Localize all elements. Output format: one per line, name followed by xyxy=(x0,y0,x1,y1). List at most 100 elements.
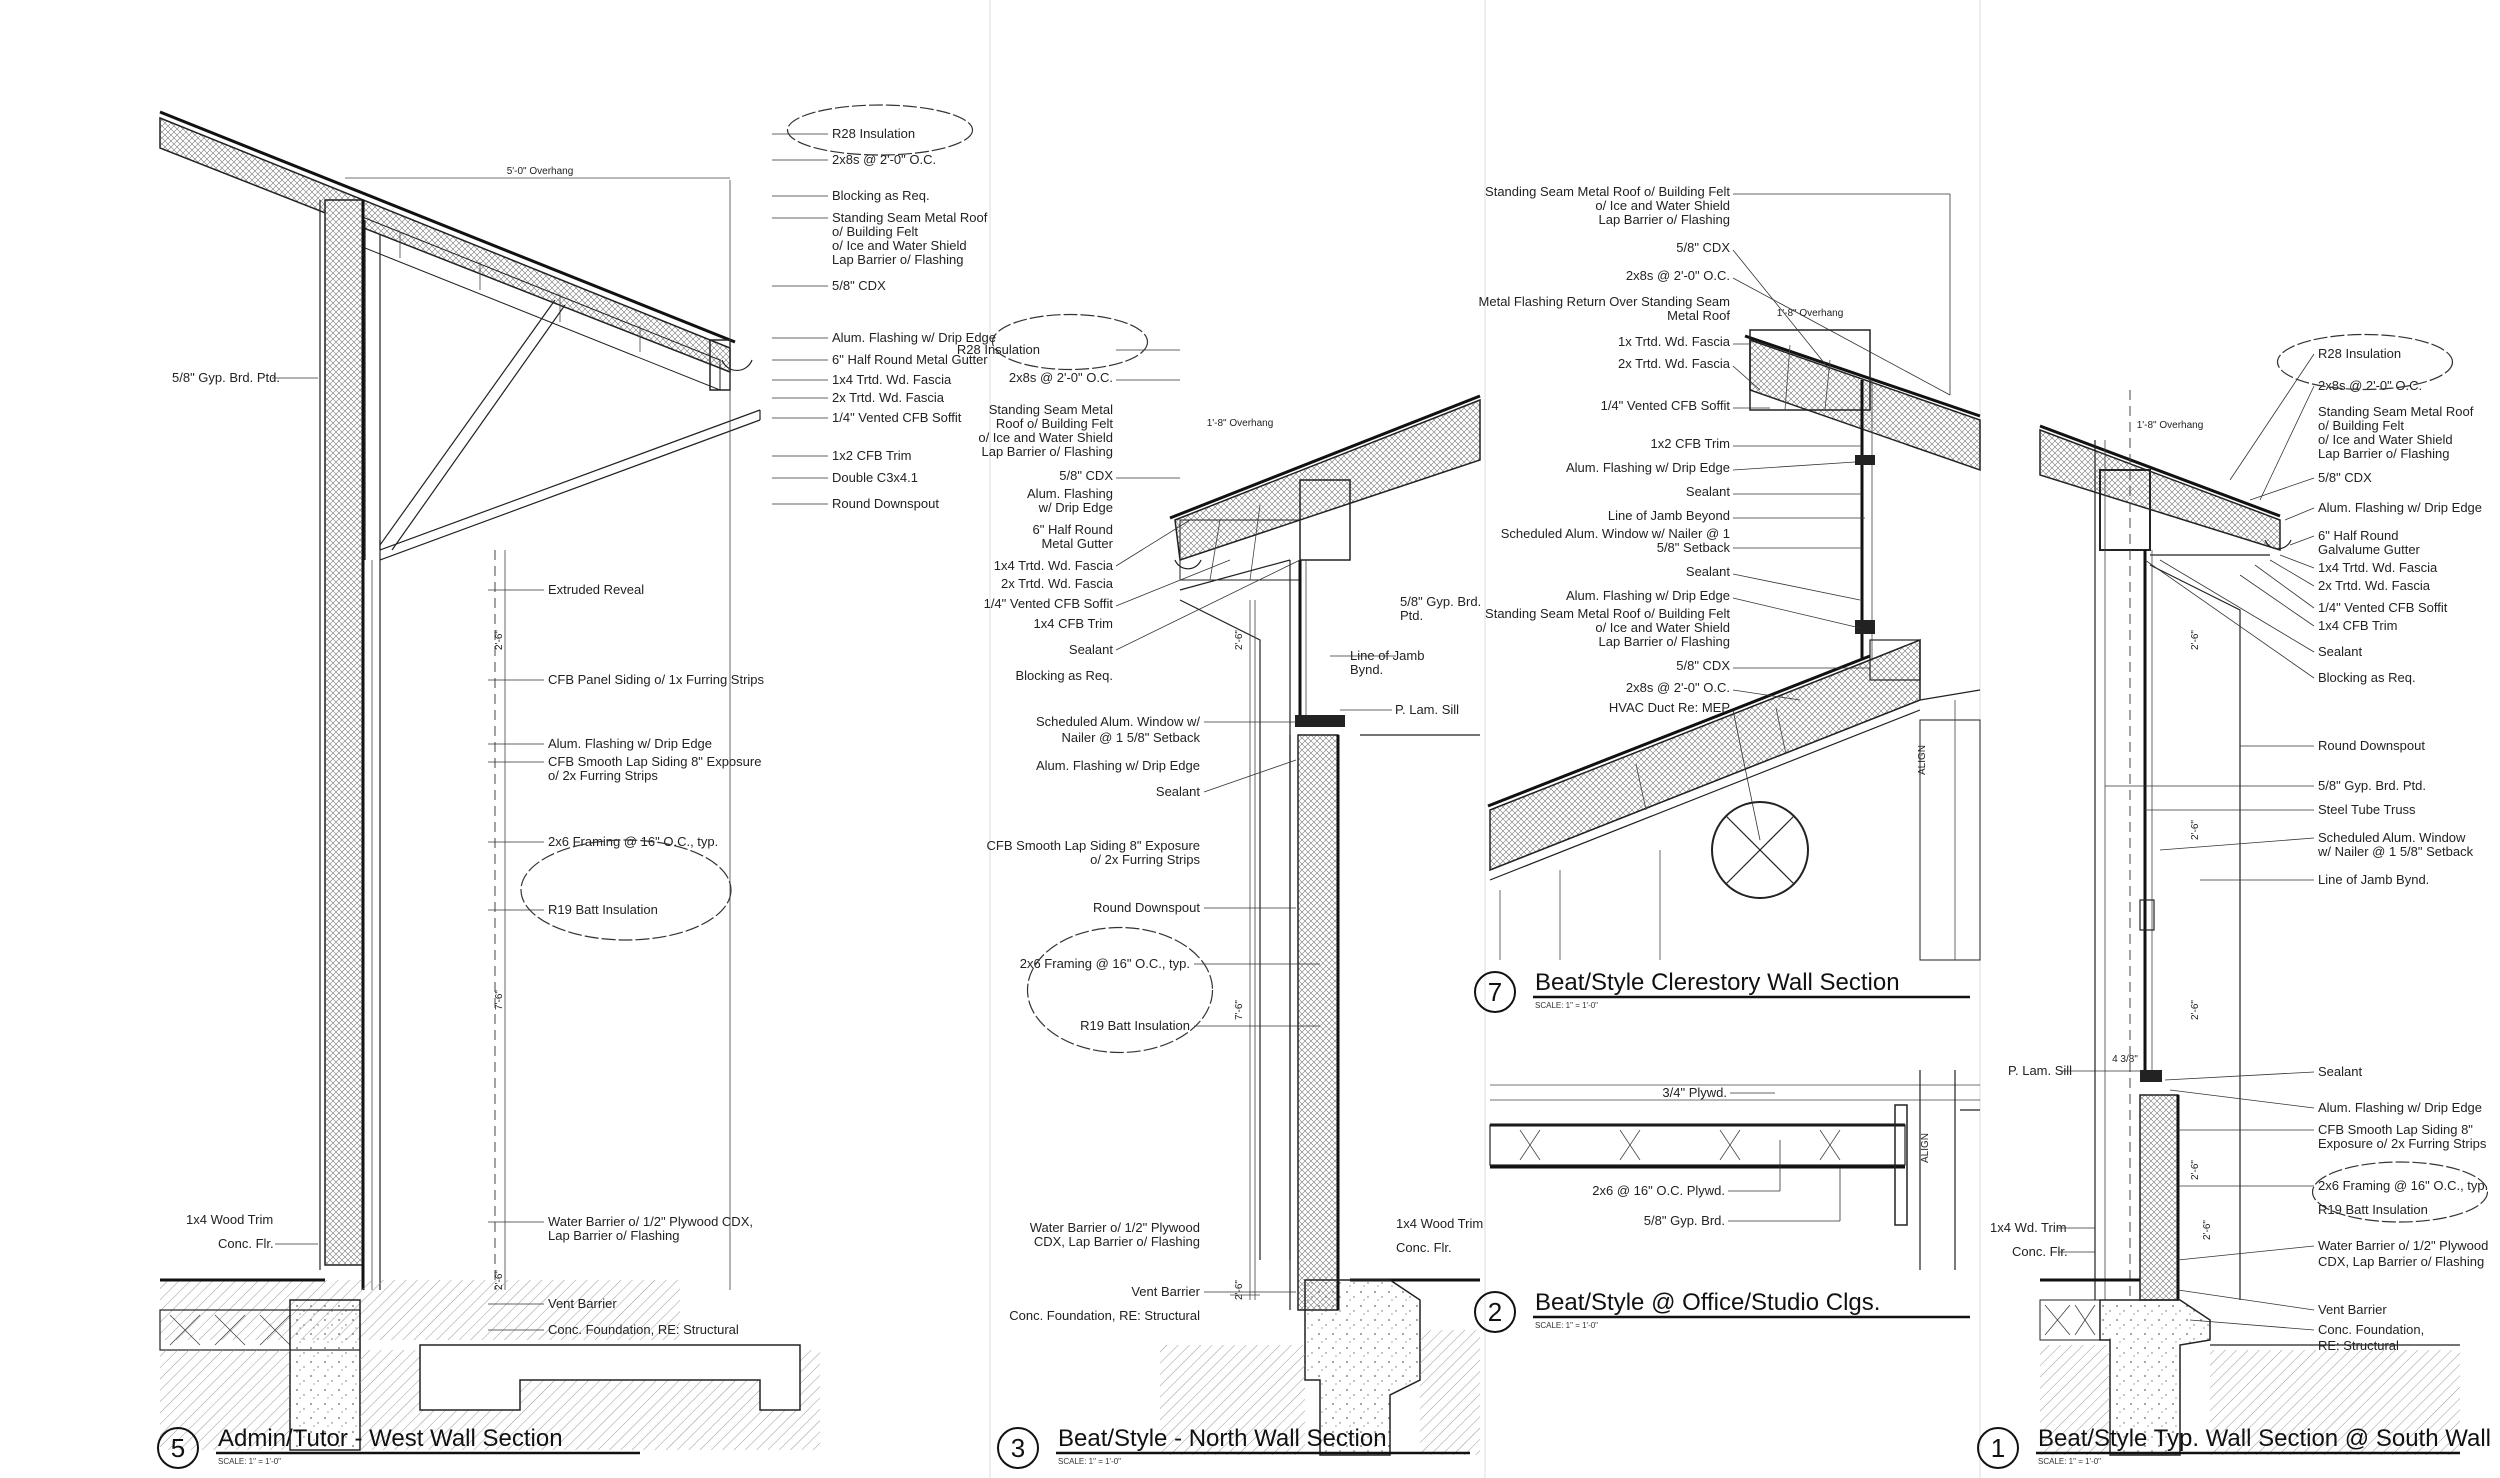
section-5-note: 5/8" CDX xyxy=(832,278,886,293)
section-7-note: Metal Roof xyxy=(1667,308,1730,323)
section-5-note: 2x8s @ 2'-0" O.C. xyxy=(832,152,936,167)
section-5-note: o/ 2x Furring Strips xyxy=(548,768,658,783)
leader-line xyxy=(1115,559,1231,607)
leader-line xyxy=(2279,554,2315,569)
section-5-note: o/ Ice and Water Shield xyxy=(832,238,967,253)
section-7-note: Scheduled Alum. Window w/ Nailer @ 1 xyxy=(1501,526,1730,541)
overhang-dim: 1'-8" Overhang xyxy=(1777,308,1844,319)
section-3-note: 2x Trtd. Wd. Fascia xyxy=(1001,576,1114,591)
section-3-note: Sealant xyxy=(1156,784,1200,799)
dimension-text: 2'-6" xyxy=(1234,630,1245,650)
section-5-note: 2x Trtd. Wd. Fascia xyxy=(832,390,945,405)
section-3-note: Roof o/ Building Felt xyxy=(996,416,1113,431)
section-7-note: Sealant xyxy=(1686,564,1730,579)
section-5-note: 1x4 Trtd. Wd. Fascia xyxy=(832,372,952,387)
section-3-note: CDX, Lap Barrier o/ Flashing xyxy=(1034,1234,1200,1249)
section-1-note: Sealant xyxy=(2318,1064,2362,1079)
section-5-note-left: Conc. Flr. xyxy=(218,1236,274,1251)
section-1-note: 6" Half Round xyxy=(2318,528,2399,543)
section-5-note: CFB Smooth Lap Siding 8" Exposure xyxy=(548,754,761,769)
section-7-note: HVAC Duct Re: MEP xyxy=(1609,700,1730,715)
section-3-note: o/ Ice and Water Shield xyxy=(978,430,1113,445)
section-5-note: Conc. Foundation, RE: Structural xyxy=(548,1322,739,1337)
leader-line xyxy=(1732,689,1801,701)
leader-line xyxy=(1115,559,1301,651)
leader-line xyxy=(2189,1319,2315,1331)
section-1-note: 1x4 CFB Trim xyxy=(2318,618,2397,633)
section-3-note: Vent Barrier xyxy=(1131,1284,1200,1299)
dimension-text: 4 3/8" xyxy=(2112,1054,2138,1065)
section-3-note-right: Line of Jamb xyxy=(1350,648,1424,663)
section-1-note: o/ Building Felt xyxy=(2318,418,2404,433)
section-1-note: Steel Tube Truss xyxy=(2318,802,2416,817)
section-3-note: Blocking as Req. xyxy=(1015,668,1113,683)
section-7-note: 1x Trtd. Wd. Fascia xyxy=(1618,334,1731,349)
leader-line xyxy=(1732,249,1831,371)
leader-line xyxy=(2159,559,2315,653)
section-7-note: Lap Barrier o/ Flashing xyxy=(1598,212,1730,227)
section-1-note: CFB Smooth Lap Siding 8" xyxy=(2318,1122,2473,1137)
detail-number-bubble xyxy=(997,1427,1039,1469)
leader-line xyxy=(2249,477,2315,501)
section-7-note: 1x2 CFB Trim xyxy=(1651,436,1730,451)
section-7-note: Metal Flashing Return Over Standing Seam xyxy=(1479,294,1730,309)
section-5-note: Standing Seam Metal Roof xyxy=(832,210,988,225)
leader-line xyxy=(1732,597,1861,629)
section-5-note: Alum. Flashing w/ Drip Edge xyxy=(832,330,996,345)
section-5-note-left: 1x4 Wood Trim xyxy=(186,1212,273,1227)
section-1-note: Alum. Flashing w/ Drip Edge xyxy=(2318,1100,2482,1115)
dimension-text: 2'-6" xyxy=(2190,630,2201,650)
section-3-note: 6" Half Round xyxy=(1033,522,1114,537)
dimension-text: 2'-6" xyxy=(2190,1160,2201,1180)
section-5-note: R28 Insulation xyxy=(832,126,915,141)
section-3-note: 1/4" Vented CFB Soffit xyxy=(984,596,1114,611)
section-7-note: 2x8s @ 2'-0" O.C. xyxy=(1626,680,1730,695)
detail-number-bubble xyxy=(1474,1291,1516,1333)
section-5-note: 1x2 CFB Trim xyxy=(832,448,911,463)
section-1-note: w/ Nailer @ 1 5/8" Setback xyxy=(2317,844,2474,859)
section-title: Admin/Tutor - West Wall Section xyxy=(218,1425,563,1452)
scale-label: SCALE: 1" = 1'-0" xyxy=(2038,1457,2101,1466)
leader-line xyxy=(2284,507,2315,521)
section-1-note-left: 1x4 Wd. Trim xyxy=(1990,1220,2067,1235)
section-5-note: Water Barrier o/ 1/2" Plywood CDX, xyxy=(548,1214,753,1229)
section-5-note: Lap Barrier o/ Flashing xyxy=(832,252,964,267)
section-title: Beat/Style Clerestory Wall Section xyxy=(1535,969,1900,996)
section-7-note: Standing Seam Metal Roof o/ Building Fel… xyxy=(1485,606,1730,621)
section-7-note: Lap Barrier o/ Flashing xyxy=(1598,634,1730,649)
section-3-note: R28 Insulation xyxy=(957,342,1040,357)
section-2-note: 2x6 @ 16" O.C. Plywd. xyxy=(1592,1183,1725,1198)
leader-line xyxy=(2177,1289,2315,1311)
leader-line xyxy=(2144,559,2315,679)
detail-number-bubble xyxy=(1474,971,1516,1013)
leader-line xyxy=(1732,277,1951,396)
dimension-text: 2'-6" xyxy=(2190,820,2201,840)
section-7-note: Sealant xyxy=(1686,484,1730,499)
revision-cloud xyxy=(2276,333,2454,391)
leader-line xyxy=(2164,1071,2315,1081)
section-1-note: 2x6 Framing @ 16" O.C., typ. xyxy=(2318,1178,2488,1193)
leader-line xyxy=(2254,564,2315,609)
leader-line xyxy=(2269,559,2315,587)
section-3-note: Water Barrier o/ 1/2" Plywood xyxy=(1030,1220,1200,1235)
section-1-note: Conc. Foundation, xyxy=(2318,1322,2424,1337)
revision-clouds xyxy=(520,104,2489,1223)
section-3-note-right: P. Lam. Sill xyxy=(1395,702,1459,717)
section-5-note: o/ Building Felt xyxy=(832,224,918,239)
section-5-note: Lap Barrier o/ Flashing xyxy=(548,1228,680,1243)
section-1-note: Line of Jamb Bynd. xyxy=(2318,872,2429,887)
section-1-note: Standing Seam Metal Roof xyxy=(2318,404,2474,419)
section-3-note-right: 1x4 Wood Trim xyxy=(1396,1216,1483,1231)
dimension-text: 2'-6" xyxy=(2190,1000,2201,1020)
section-3-note: 2x8s @ 2'-0" O.C. xyxy=(1009,370,1113,385)
revision-cloud xyxy=(520,839,732,941)
section-1-note: 1x4 Trtd. Wd. Fascia xyxy=(2318,560,2438,575)
section-7-note: 5/8" Setback xyxy=(1657,540,1731,555)
section-1-note: Blocking as Req. xyxy=(2318,670,2416,685)
section-title: Beat/Style @ Office/Studio Clgs. xyxy=(1535,1289,1880,1316)
section-1-note: RE: Structural xyxy=(2318,1338,2399,1353)
section-3-note: Lap Barrier o/ Flashing xyxy=(981,444,1113,459)
section-1-note: R19 Batt Insulation xyxy=(2318,1202,2428,1217)
section-7-drawing xyxy=(1487,329,1981,961)
